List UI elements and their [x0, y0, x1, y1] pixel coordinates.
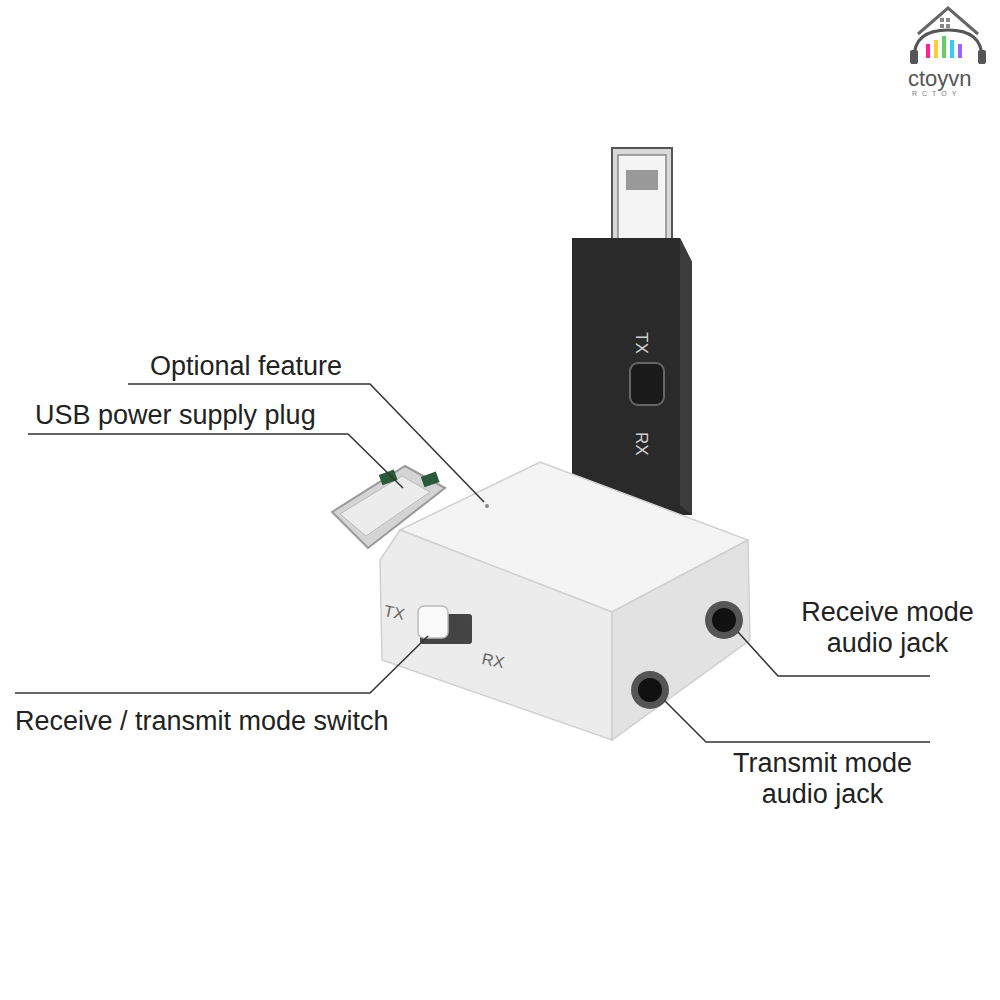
- callout-label: Receive / transmit mode switch: [15, 706, 389, 737]
- logo-icon: [910, 8, 986, 64]
- callout-label: USB power supply plug: [35, 400, 316, 431]
- mode-tx-label: TX: [631, 332, 651, 354]
- callout-label: Transmit mode audio jack: [715, 748, 930, 810]
- black-adapter: [572, 148, 692, 515]
- watermark: ctoyvn: [908, 66, 972, 91]
- mode-rx-label: RX: [631, 432, 651, 456]
- callout-label: Receive mode audio jack: [780, 597, 995, 659]
- leader-lines: [15, 384, 930, 742]
- white-adapter: [332, 462, 750, 740]
- watermark-subtext: RCTOY: [912, 90, 961, 98]
- mode-tx-label: TX: [382, 602, 406, 624]
- callout-label: Optional feature: [150, 351, 342, 382]
